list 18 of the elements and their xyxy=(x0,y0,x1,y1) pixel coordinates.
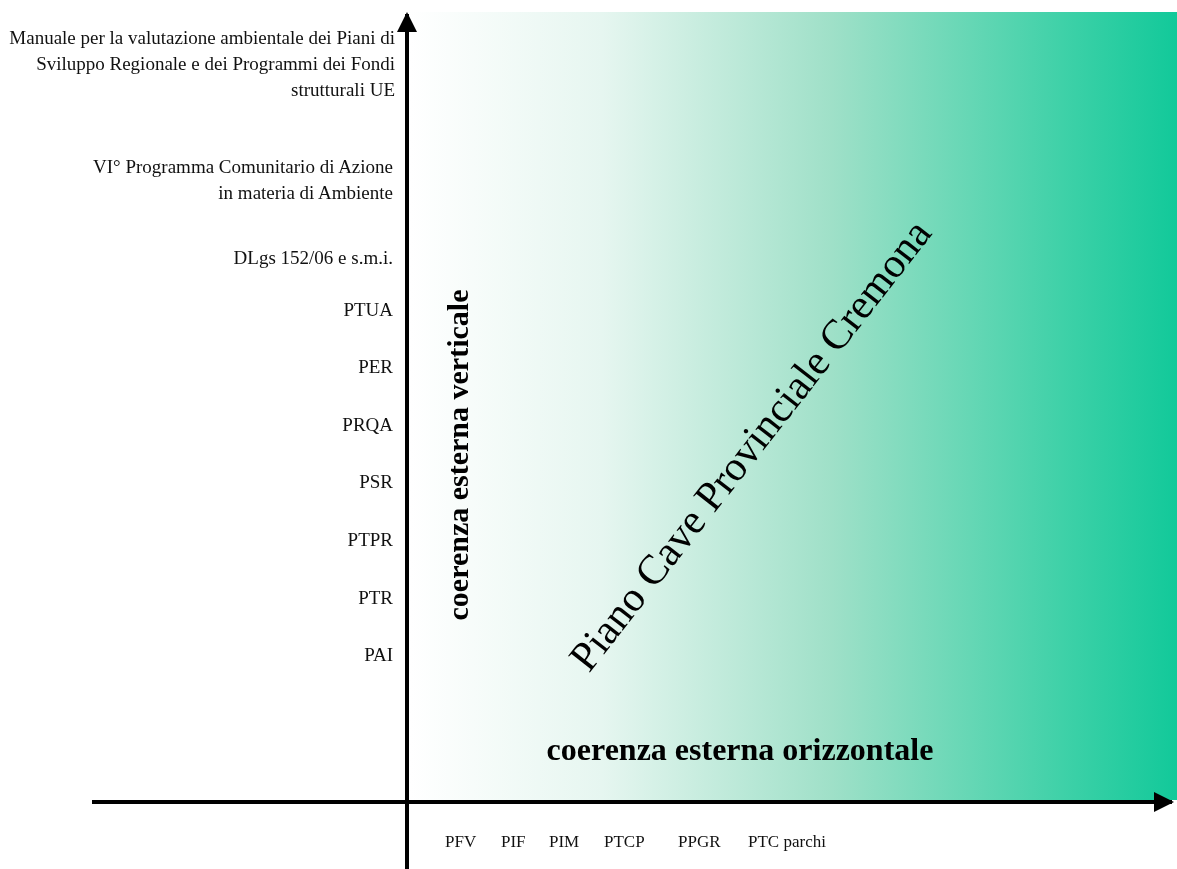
axis-label: PTCP xyxy=(604,832,645,852)
axis-title: coerenza esterna verticale xyxy=(441,289,475,621)
axis-label: PTPR xyxy=(347,528,393,552)
axis-label: PTUA xyxy=(343,298,393,322)
axis-label: PTR xyxy=(358,586,393,610)
axis-label: PAI xyxy=(364,643,393,667)
axis-label: PRQA xyxy=(342,413,393,437)
axis-label: PER xyxy=(358,355,393,379)
axis-label: PIM xyxy=(549,832,580,852)
axis-label: VI° Programma Comunitario di Azione in materia di Ambiente xyxy=(93,155,393,205)
axis-label: PPGR xyxy=(678,832,721,852)
axis-label: Manuale per la valutazione ambientale dei Piani di Sviluppo Regionale e dei Programmi dei Fondi strutturali UE xyxy=(8,26,395,102)
axis-label: PTC parchi xyxy=(748,832,826,852)
axis-label: PIF xyxy=(501,832,526,852)
axis-label: PSR xyxy=(359,470,393,494)
axis-label: PFV xyxy=(445,832,477,852)
axis-title: coerenza esterna orizzontale xyxy=(546,730,934,768)
axis-label: DLgs 152/06 e s.m.i. xyxy=(233,246,393,270)
